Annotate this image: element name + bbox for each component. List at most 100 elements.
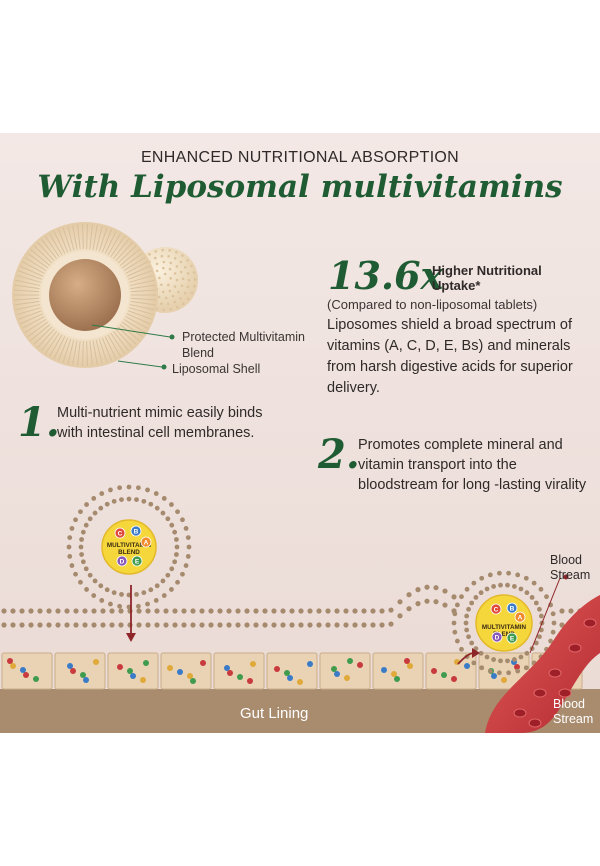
liposome-bead xyxy=(454,602,460,608)
shell-line xyxy=(19,265,44,277)
shell-line xyxy=(112,330,130,352)
liposome-bead xyxy=(524,650,530,656)
membrane-bead xyxy=(91,622,97,628)
liposome-bead xyxy=(175,579,180,585)
shell-line xyxy=(110,332,126,355)
main-headline: With Liposomal multivitamins xyxy=(37,169,563,205)
membrane-bead xyxy=(136,608,142,614)
shell-line xyxy=(67,225,75,251)
shell-line xyxy=(57,337,69,362)
liposome-bead xyxy=(175,509,180,515)
shell-line xyxy=(104,230,117,254)
blend-label-right-2: BLEND xyxy=(493,631,515,638)
liposome-bead xyxy=(126,496,132,502)
nutrient-dot xyxy=(287,675,293,681)
shell-line xyxy=(18,310,42,320)
liposome-bead xyxy=(108,601,113,607)
shell-line xyxy=(101,228,113,253)
liposome-bead xyxy=(141,498,147,504)
membrane-bead xyxy=(262,622,268,628)
liposome-bead xyxy=(533,640,539,646)
texture-dot xyxy=(179,260,183,264)
nutrient-dot xyxy=(334,671,340,677)
liposome-bead xyxy=(111,498,117,504)
membrane-bead xyxy=(343,622,349,628)
core-leader-dot xyxy=(169,334,175,340)
nutrient-dot xyxy=(23,672,29,678)
liposome-bead xyxy=(169,502,174,507)
liposome-bead xyxy=(515,572,521,578)
stat-label: Higher Nutritional Uptake* xyxy=(432,263,542,293)
liposome-bead xyxy=(161,496,167,501)
nutrient-dot xyxy=(394,676,400,682)
shell-line xyxy=(53,336,66,360)
liposome-bead xyxy=(548,638,554,644)
shell-line xyxy=(27,252,49,269)
liposome-bead xyxy=(134,592,139,597)
texture-dot xyxy=(158,276,161,280)
shell-line xyxy=(117,245,137,264)
membrane-bead xyxy=(154,622,160,628)
nutrient-dot xyxy=(10,663,16,669)
liposome-bead xyxy=(78,544,84,550)
vitamin-ball xyxy=(490,603,502,615)
membrane-bead xyxy=(280,608,286,614)
texture-dot xyxy=(167,283,170,287)
shell-line xyxy=(119,324,140,342)
vitamin-ball xyxy=(131,555,143,567)
gut-lining-label: Gut Lining xyxy=(240,705,309,722)
liposome-bead xyxy=(466,606,471,612)
shell-line xyxy=(130,289,156,293)
liposome-right xyxy=(451,570,557,676)
texture-dot xyxy=(181,277,185,281)
shell-line xyxy=(123,318,146,334)
membrane-bead xyxy=(388,607,394,613)
nutrient-dot xyxy=(70,668,76,674)
stat-note: (Compared to non-liposomal tablets) xyxy=(327,297,538,312)
texture-dot xyxy=(186,285,190,289)
shell-bilayer-lines xyxy=(14,224,156,366)
shell-line xyxy=(53,230,66,254)
texture-dot xyxy=(148,253,151,256)
nutrient-dot xyxy=(407,663,413,669)
liposome-bead xyxy=(117,603,123,609)
liposome-bead xyxy=(153,491,159,496)
shell-line xyxy=(16,307,41,316)
membrane-bead xyxy=(199,622,205,628)
liposome-bead xyxy=(185,553,191,559)
membrane-bead xyxy=(334,622,340,628)
texture-dot xyxy=(173,285,177,288)
vitamin-ball xyxy=(116,555,128,567)
membrane-bead xyxy=(19,608,25,614)
membrane-bead xyxy=(1,608,7,614)
membrane-bead xyxy=(415,587,421,593)
nutrient-dot xyxy=(177,669,183,675)
texture-dot xyxy=(181,254,184,257)
liposome-bead xyxy=(491,657,497,662)
membrane-bead xyxy=(190,608,196,614)
membrane-bead xyxy=(244,622,250,628)
liposome-bead xyxy=(523,575,529,581)
liposome-bead xyxy=(487,572,493,578)
shell-line xyxy=(98,227,108,252)
vitamin-letter: B xyxy=(134,529,139,536)
liposome-bead xyxy=(104,501,110,507)
liposome-bead xyxy=(80,529,86,535)
liposome-bead xyxy=(91,496,97,501)
membrane-bead xyxy=(253,622,259,628)
vitamin-letter: E xyxy=(135,559,140,566)
liposome-bead xyxy=(505,582,510,588)
nutrient-dot xyxy=(227,670,233,676)
intestinal-cell xyxy=(54,652,106,690)
liposome-bead xyxy=(135,603,141,609)
intestinal-cell xyxy=(319,652,371,690)
membrane-bead xyxy=(37,608,43,614)
membrane-bead xyxy=(37,622,43,628)
membrane-bead xyxy=(397,613,403,619)
membrane-bead xyxy=(64,608,70,614)
liposome-bead xyxy=(154,583,160,589)
intestinal-cell xyxy=(213,652,265,690)
shell-line xyxy=(22,261,45,274)
liposome-bead xyxy=(145,601,150,607)
liposome-bead xyxy=(518,586,524,592)
